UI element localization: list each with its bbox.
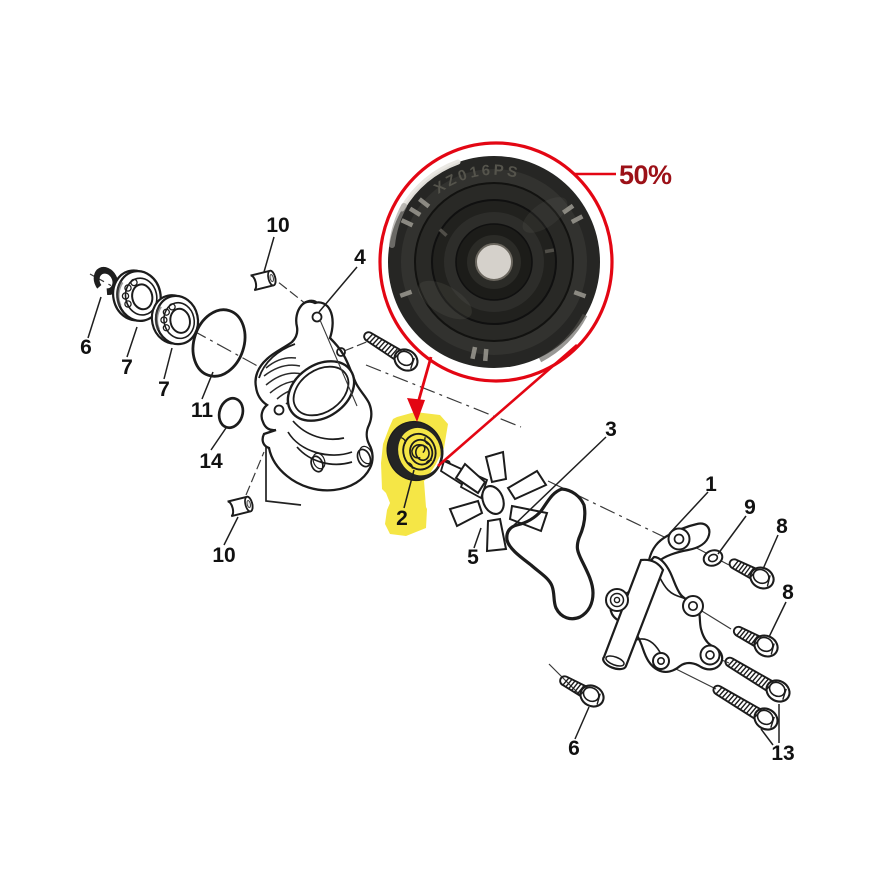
part-14-oring	[217, 396, 245, 430]
part-8-bolt-1	[726, 553, 778, 593]
highlight-marker	[381, 412, 448, 536]
part-label-washer: 9	[744, 496, 756, 519]
callout-circle	[378, 141, 614, 383]
part-label-pin-lower: 10	[212, 544, 235, 567]
zoom-percentage-label: 50%	[619, 160, 672, 190]
part-label-bolt-8b: 8	[782, 581, 794, 604]
part-label-housing: 4	[354, 246, 366, 269]
part-10-pin-upper	[249, 268, 278, 292]
callout-line-left	[416, 356, 433, 404]
part-label-seal: 2	[396, 507, 408, 530]
part-6-bolt	[556, 670, 608, 711]
part-1-cover	[602, 522, 724, 673]
part-2-seal-drawing	[386, 420, 444, 482]
part-label-gasket: 3	[605, 418, 617, 441]
part-9-washer	[702, 549, 724, 567]
part-label-bolt-8a: 8	[776, 515, 788, 538]
part-label-pin-upper: 10	[266, 214, 289, 237]
part-5-impeller	[439, 450, 549, 553]
part-label-bearing-1: 7	[121, 356, 133, 379]
part-6-circlip	[93, 266, 119, 296]
part-label-bearing-2: 7	[158, 378, 170, 401]
leader-lines	[87, 236, 787, 746]
part-11-oring	[191, 308, 247, 378]
part-label-bolt-6: 6	[568, 737, 580, 760]
callout-line-right	[437, 344, 578, 467]
zoom-callout: XZ016PS 50%	[378, 141, 673, 467]
part-label-circlip: 6	[80, 336, 92, 359]
part-label-cover: 1	[705, 473, 717, 496]
part-label-impeller: 5	[467, 546, 479, 569]
part-3-gasket	[505, 487, 595, 621]
seal-photo: XZ016PS	[388, 156, 600, 368]
part-10-pin-lower	[226, 494, 255, 518]
part-label-oring-large: 11	[191, 399, 214, 422]
cover-outlet-pipe	[602, 558, 665, 671]
housing-mount-bolt	[359, 326, 421, 375]
part-label-bolts-13: 13	[771, 742, 794, 765]
callout-arrowhead	[407, 398, 425, 422]
part-label-oring-small: 14	[199, 450, 223, 473]
part-4-housing	[254, 299, 374, 492]
